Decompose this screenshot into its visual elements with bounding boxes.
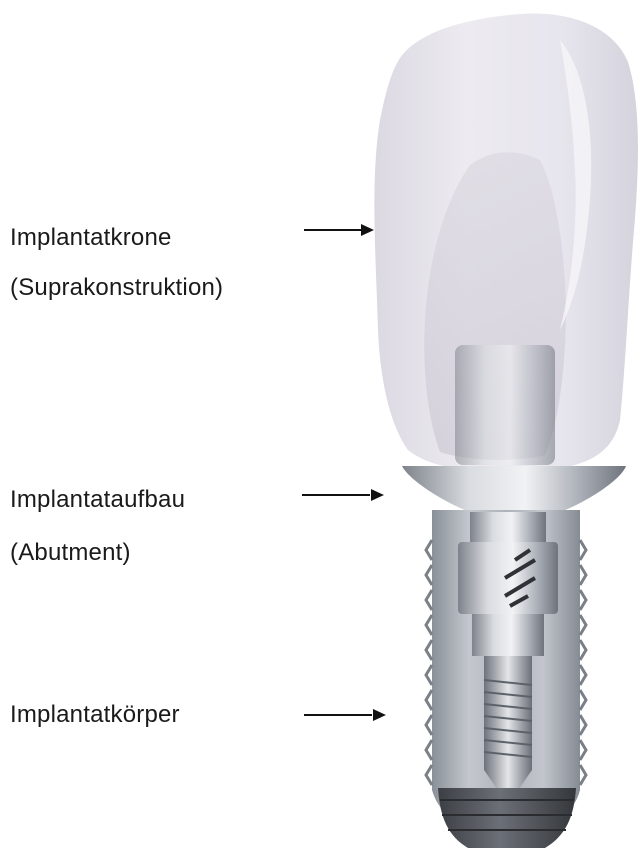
abutment-collar — [402, 466, 626, 512]
abutment-post — [455, 345, 555, 465]
crown-arrow — [304, 224, 374, 236]
abutment-arrow — [302, 489, 384, 501]
implant-body-arrow — [304, 709, 386, 721]
abutment-shaft — [470, 512, 546, 542]
implant-base — [438, 788, 576, 848]
abutment-screw — [484, 670, 532, 796]
